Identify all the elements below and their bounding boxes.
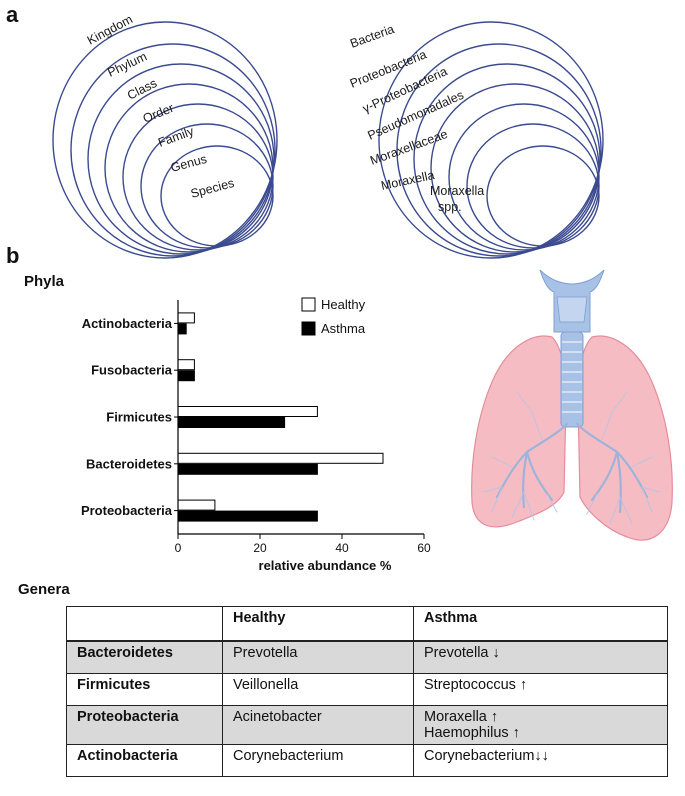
table-cell-healthy: Prevotella: [222, 640, 414, 674]
bar-healthy-actinobacteria: [177, 312, 195, 324]
legend-label-asthma: Asthma: [321, 321, 366, 336]
table-row: Bacteroidetes Prevotella Prevotella ↓: [66, 640, 668, 674]
taxonomy-ring-left-6: [140, 123, 274, 249]
x-tick-label: 40: [335, 541, 349, 555]
asthma-genus: Haemophilus ↑: [424, 725, 520, 741]
legend-swatch-asthma: [301, 321, 316, 336]
x-tick-label: 20: [253, 541, 267, 555]
taxonomy-label-left: Order: [141, 101, 176, 126]
asthma-genus: Corynebacterium↓↓: [424, 748, 549, 764]
bar-healthy-firmicutes: [177, 406, 318, 417]
taxonomy-label-left: Phylum: [105, 49, 149, 79]
trachea-icon: [560, 331, 584, 428]
bar-healthy-proteobacteria: [177, 499, 216, 511]
chart-bars: [177, 312, 384, 522]
chart-axes: ActinobacteriaFusobacteriaFirmicutesBact…: [81, 300, 431, 573]
taxonomy-ring-left-2: [70, 43, 276, 257]
taxonomy-ring-right-2: [396, 43, 602, 257]
taxonomy-label-left: Kingdom: [85, 12, 135, 48]
taxonomy-ring-right-4: [430, 83, 600, 253]
taxonomy-ring-right-3: [413, 63, 601, 255]
bar-asthma-bacteroidetes: [177, 463, 318, 475]
taxonomy-label-left: Family: [156, 124, 196, 150]
table-header-blank: [66, 606, 223, 642]
taxonomy-ring-left-3: [87, 63, 275, 255]
taxonomy-label-left: Species: [189, 176, 236, 201]
table-cell-healthy: Corynebacterium: [222, 744, 414, 777]
legend-swatch-healthy: [301, 297, 316, 312]
taxonomy-ring-right-5: [448, 103, 600, 251]
table-cell-asthma: Prevotella ↓: [413, 640, 668, 674]
table-row: Proteobacteria Acinetobacter Moraxella ↑…: [66, 705, 668, 745]
taxonomy-rings-right: BacteriaProteobacteriaγ-ProteobacteriaPs…: [348, 21, 604, 259]
asthma-genus: Streptococcus ↑: [424, 677, 528, 693]
phyla-title: Phyla: [24, 273, 65, 290]
asthma-genus: Moraxella ↑: [424, 709, 499, 725]
table-cell-phylum: Actinobacteria: [66, 744, 223, 777]
bar-asthma-actinobacteria: [177, 323, 187, 335]
taxonomy-ring-right-1: [378, 21, 604, 259]
category-label: Actinobacteria: [82, 316, 173, 331]
genera-table: Healthy Asthma Bacteroidetes Prevotella …: [66, 606, 668, 777]
table-row: Actinobacteria Corynebacterium Corynebac…: [66, 744, 668, 777]
panel-a-letter: a: [6, 2, 19, 27]
taxonomy-label-right: Bacteria: [348, 22, 396, 51]
taxonomy-ring-right-7: [486, 145, 600, 247]
bar-asthma-firmicutes: [177, 417, 286, 428]
phyla-bar-chart: ActinobacteriaFusobacteriaFirmicutesBact…: [81, 297, 431, 573]
table-cell-phylum: Proteobacteria: [66, 705, 223, 745]
bar-healthy-fusobacteria: [177, 359, 195, 371]
asthma-genus: Prevotella ↓: [424, 645, 500, 661]
panel-b-letter: b: [6, 243, 20, 268]
table-header-healthy: Healthy: [222, 606, 414, 642]
table-cell-asthma: Streptococcus ↑: [413, 673, 668, 706]
taxonomy-ring-left-1: [52, 21, 278, 259]
taxonomy-ring-left-7: [160, 145, 274, 247]
category-label: Firmicutes: [106, 410, 172, 425]
bar-asthma-proteobacteria: [177, 510, 318, 522]
category-label: Proteobacteria: [81, 503, 173, 518]
table-row: Firmicutes Veillonella Streptococcus ↑: [66, 673, 668, 706]
category-label: Fusobacteria: [91, 363, 173, 378]
taxonomy-rings-left: KingdomPhylumClassOrderFamilyGenusSpecie…: [52, 12, 278, 259]
table-cell-phylum: Firmicutes: [66, 673, 223, 706]
table-header-asthma: Asthma: [413, 606, 668, 642]
taxonomy-label-left: Genus: [169, 152, 208, 175]
x-tick-label: 0: [175, 541, 182, 555]
lungs-and-trachea-icon: [471, 269, 673, 541]
table-cell-healthy: Acinetobacter: [222, 705, 414, 745]
genera-title: Genera: [18, 581, 70, 598]
taxonomy-ring-right-6: [466, 123, 600, 249]
table-header-row: Healthy Asthma: [66, 606, 668, 642]
x-axis-title: relative abundance %: [259, 558, 392, 573]
taxonomy-diagram: KingdomPhylumClassOrderFamilyGenusSpecie…: [52, 12, 604, 259]
taxonomy-label-right: Moraxella: [380, 168, 436, 193]
x-tick-label: 60: [417, 541, 431, 555]
table-cell-asthma: Moraxella ↑ Haemophilus ↑: [413, 705, 668, 745]
category-label: Bacteroidetes: [86, 456, 172, 471]
legend-label-healthy: Healthy: [321, 297, 366, 312]
table-cell-phylum: Bacteroidetes: [66, 640, 223, 674]
table-cell-asthma: Corynebacterium↓↓: [413, 744, 668, 777]
bar-healthy-bacteroidetes: [177, 452, 384, 464]
bar-asthma-fusobacteria: [177, 370, 195, 382]
table-cell-healthy: Veillonella: [222, 673, 414, 706]
